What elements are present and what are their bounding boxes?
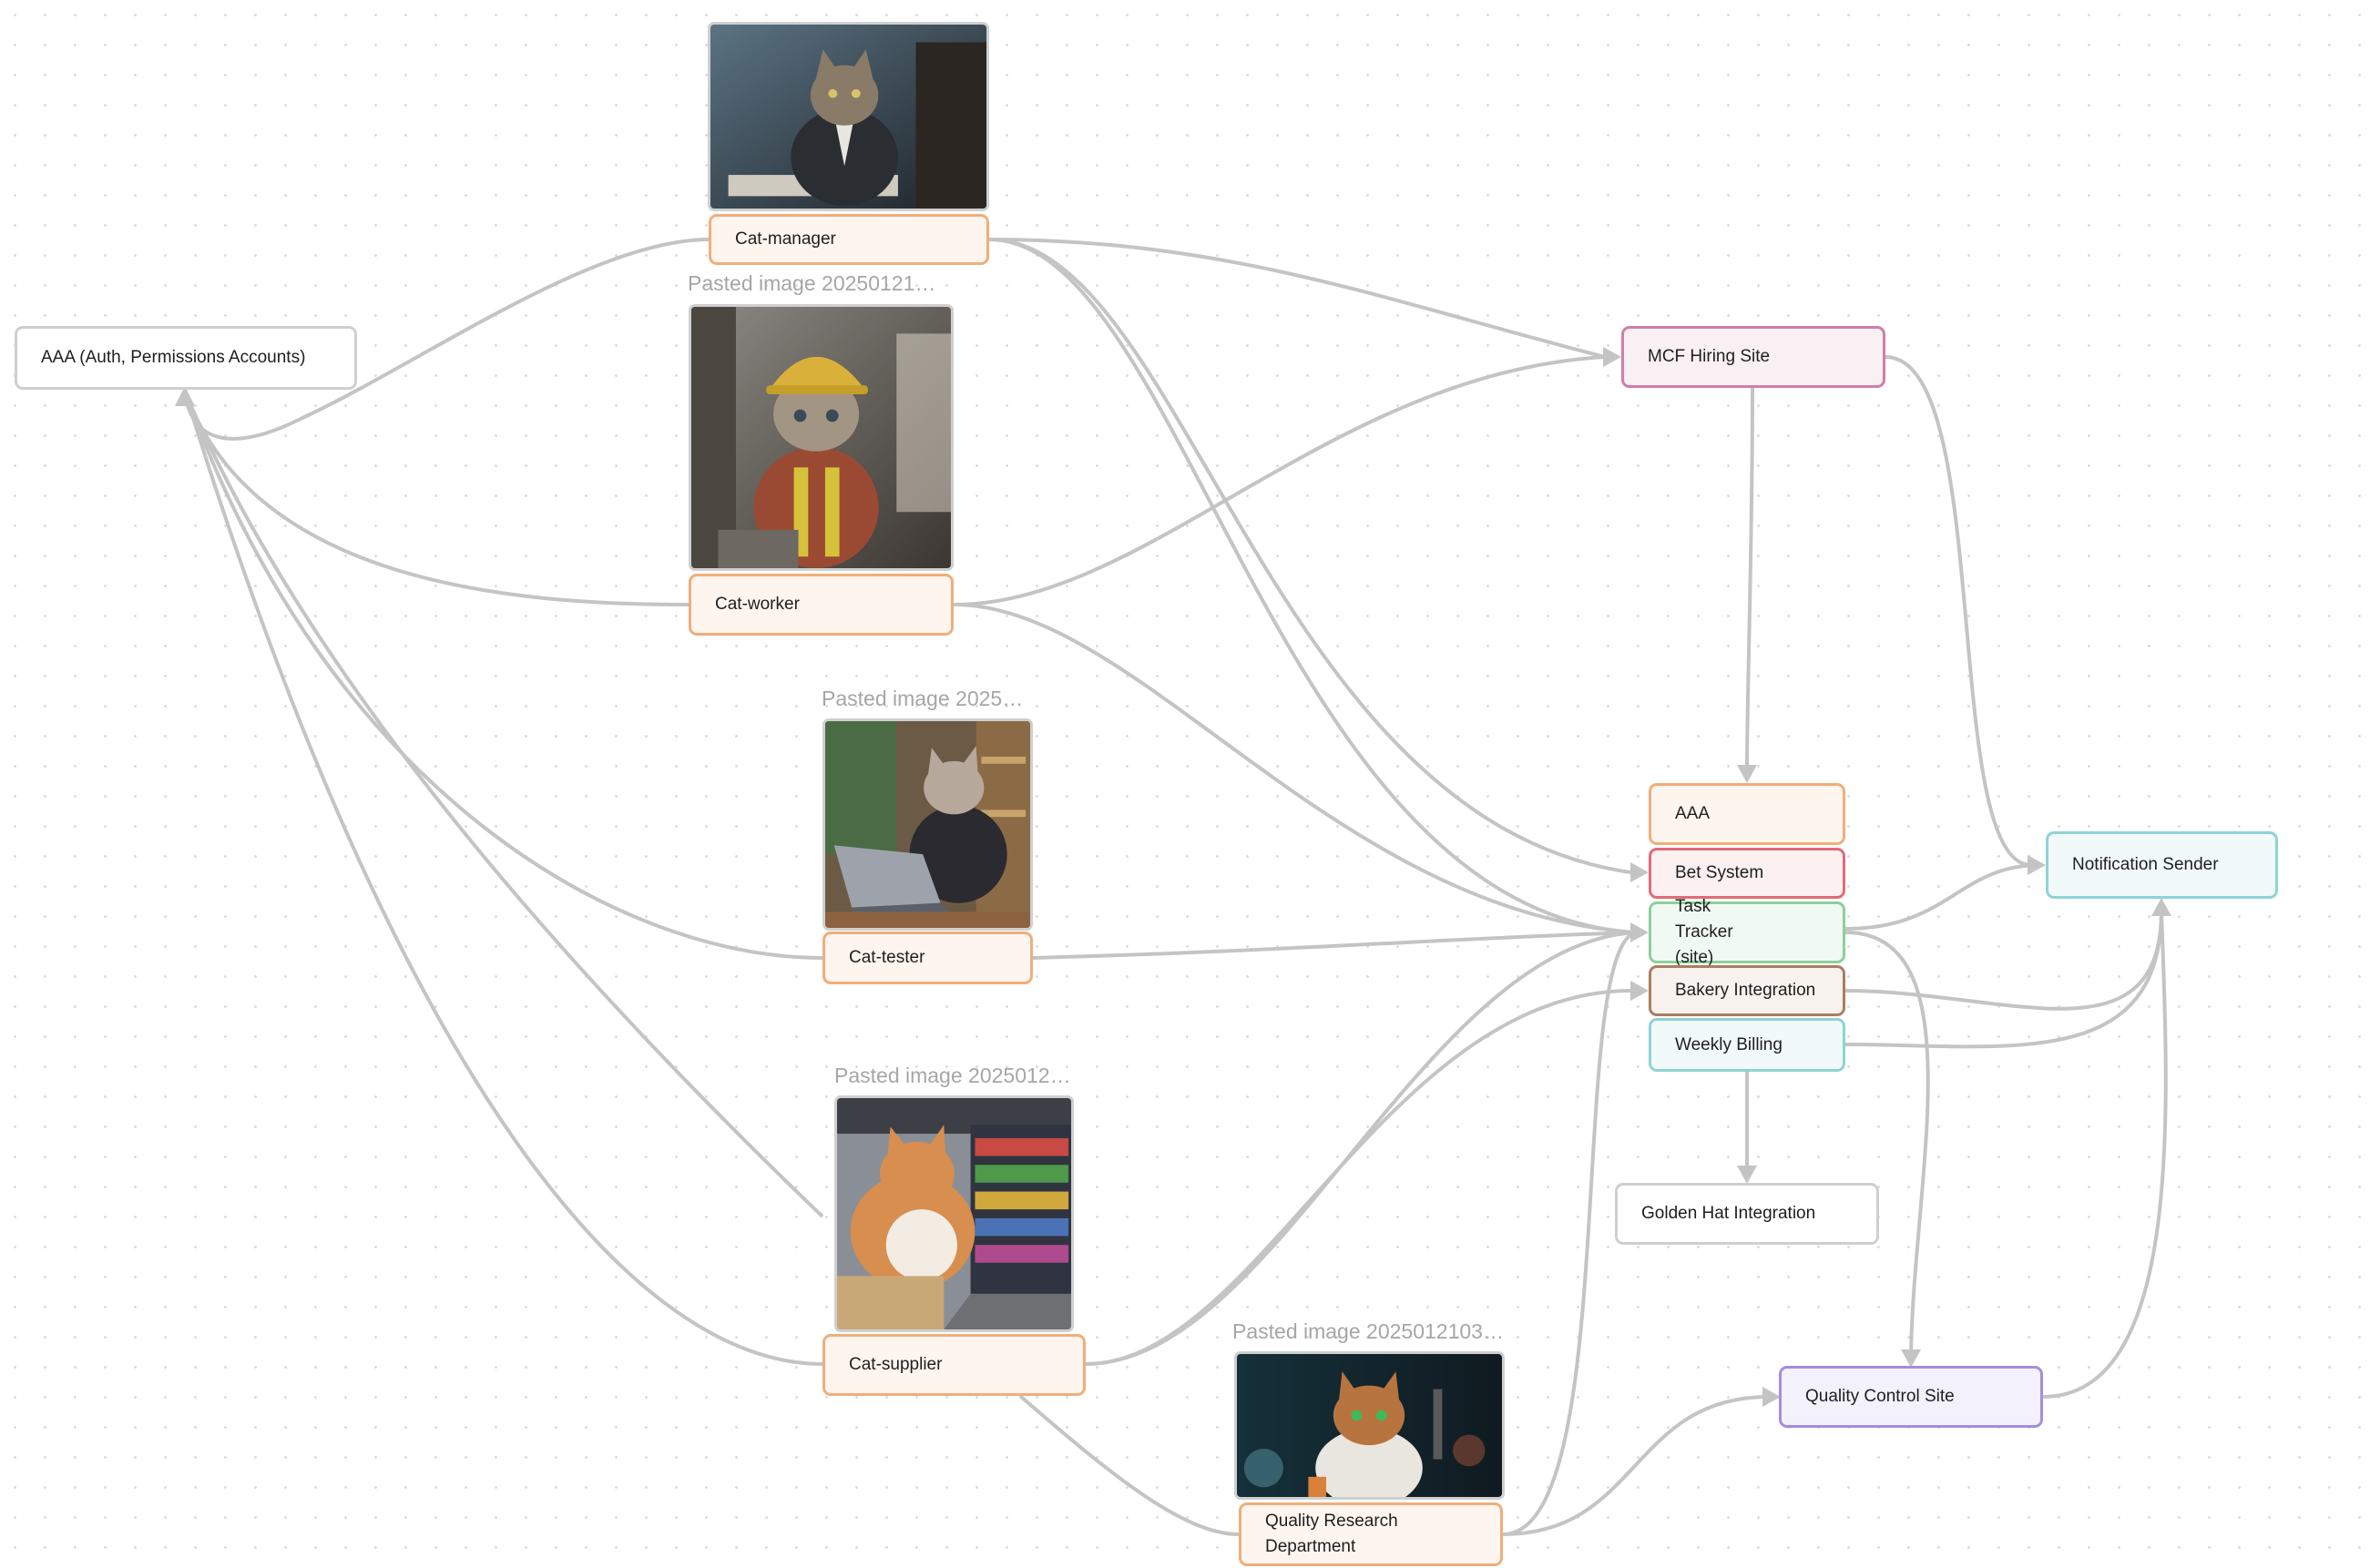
edge-supplier-to-auth-b xyxy=(183,391,823,1366)
edge-supplier-to-auth-a xyxy=(183,391,824,1218)
node-quality-research-department[interactable]: Quality Research Department xyxy=(1239,1502,1503,1566)
cat-with-laptop-photo-icon xyxy=(825,721,1030,928)
edge-worker-to-mcf xyxy=(953,355,1606,606)
edge-supplier-to-research xyxy=(1018,1394,1240,1536)
arrowhead-auth xyxy=(175,386,195,406)
cat-in-suit-photo-icon xyxy=(710,25,986,209)
node-aaa[interactable]: AAA xyxy=(1649,783,1845,845)
node-cat-worker[interactable]: Cat-worker xyxy=(689,574,954,636)
edge-supplier-to-bakery xyxy=(1085,989,1631,1366)
edge-qc-to-notification xyxy=(2042,910,2168,1399)
edge-manager-to-bet xyxy=(988,238,1631,874)
arrowhead-task xyxy=(1630,922,1649,942)
edge-task-to-notification xyxy=(1844,863,2041,931)
node-task-tracker-site[interactable]: Task Tracker (site) xyxy=(1649,897,1845,967)
edge-billing-to-notification xyxy=(1844,910,2163,1049)
node-notification-label: Notification Sender xyxy=(2072,855,2219,874)
edge-worker-to-auth xyxy=(183,391,690,606)
arrowhead-bet xyxy=(1630,862,1649,882)
arrowhead-goldenhat xyxy=(1737,1166,1757,1184)
node-cat-manager-label: Cat-manager xyxy=(735,229,836,249)
node-aaa-label: AAA xyxy=(1675,804,1711,823)
node-quality-control-site[interactable]: Quality Control Site xyxy=(1779,1366,2043,1428)
node-cat-worker-label: Cat-worker xyxy=(715,595,800,614)
node-cat-tester-label: Cat-tester xyxy=(849,948,925,967)
node-bakery-label: Bakery Integration xyxy=(1675,981,1816,1000)
node-cat-supplier-label: Cat-supplier xyxy=(849,1355,943,1374)
cat-tester-image[interactable] xyxy=(822,718,1033,931)
edge-mcf-to-aaa xyxy=(1745,387,1754,770)
node-weekly-billing-label: Weekly Billing xyxy=(1675,1034,1783,1054)
node-cat-manager[interactable]: Cat-manager xyxy=(709,214,989,265)
edge-manager-to-auth xyxy=(183,238,710,441)
edge-task-to-qc xyxy=(1844,931,1930,1358)
arrowhead-mcf xyxy=(1603,347,1621,367)
node-bakery-integration[interactable]: Bakery Integration xyxy=(1649,965,1845,1016)
cat-supplier-image-caption: Pasted image 2025012… xyxy=(834,1064,1071,1087)
edge-manager-to-task xyxy=(988,238,1636,934)
node-bet-system-label: Bet System xyxy=(1675,863,1764,882)
arrowhead-qc-left xyxy=(1762,1387,1781,1407)
node-cat-tester[interactable]: Cat-tester xyxy=(822,932,1033,984)
cat-worker-image[interactable] xyxy=(689,304,954,571)
edge-research-to-qc xyxy=(1502,1395,1770,1536)
cat-manager-image[interactable] xyxy=(708,22,989,211)
edge-supplier-to-task xyxy=(1085,931,1636,1366)
edge-worker-to-task xyxy=(953,603,1636,934)
node-golden-hat-label: Golden Hat Integration xyxy=(1641,1204,1816,1223)
arrowhead-notification-bottom xyxy=(2151,898,2171,916)
edge-bakery-to-notification xyxy=(1844,910,2163,1011)
node-aaa-auth-permissions[interactable]: AAA (Auth, Permissions Accounts) xyxy=(15,326,357,390)
node-cat-supplier[interactable]: Cat-supplier xyxy=(822,1334,1086,1396)
node-quality-research-label: Quality Research Department xyxy=(1265,1512,1398,1556)
arrowhead-notification-left xyxy=(2028,855,2046,875)
edge-mcf-to-notification xyxy=(1885,355,2040,867)
node-weekly-billing[interactable]: Weekly Billing xyxy=(1649,1018,1845,1072)
node-notification-sender[interactable]: Notification Sender xyxy=(2046,831,2278,899)
research-image-caption: Pasted image 2025012103… xyxy=(1232,1319,1504,1343)
arrowhead-aaa xyxy=(1737,765,1757,783)
node-mcf-hiring-site[interactable]: MCF Hiring Site xyxy=(1621,326,1885,388)
arrowhead-qc-top xyxy=(1901,1349,1921,1368)
cat-in-hard-hat-photo-icon xyxy=(691,307,951,568)
quality-research-image[interactable] xyxy=(1234,1351,1505,1500)
edge-tester-to-task xyxy=(1032,931,1636,960)
edge-tester-to-auth xyxy=(183,391,823,960)
cat-scientist-in-lab-photo-icon xyxy=(1237,1354,1502,1497)
cat-worker-image-caption: Pasted image 20250121… xyxy=(688,271,936,295)
node-quality-control-label: Quality Control Site xyxy=(1805,1387,1955,1406)
node-task-tracker-label: Task Tracker (site) xyxy=(1675,897,1733,967)
node-aaa-auth-label: AAA (Auth, Permissions Accounts) xyxy=(41,348,306,367)
cat-in-store-aisle-photo-icon xyxy=(837,1098,1071,1329)
cat-supplier-image[interactable] xyxy=(834,1095,1074,1332)
arrowhead-bakery xyxy=(1630,981,1649,1001)
edge-research-to-task xyxy=(1502,931,1636,1536)
node-mcf-hiring-label: MCF Hiring Site xyxy=(1648,347,1771,366)
node-bet-system[interactable]: Bet System xyxy=(1649,848,1845,899)
node-golden-hat-integration[interactable]: Golden Hat Integration xyxy=(1615,1183,1879,1245)
edge-manager-to-mcf xyxy=(988,238,1606,359)
cat-tester-image-caption: Pasted image 2025… xyxy=(822,687,1024,710)
